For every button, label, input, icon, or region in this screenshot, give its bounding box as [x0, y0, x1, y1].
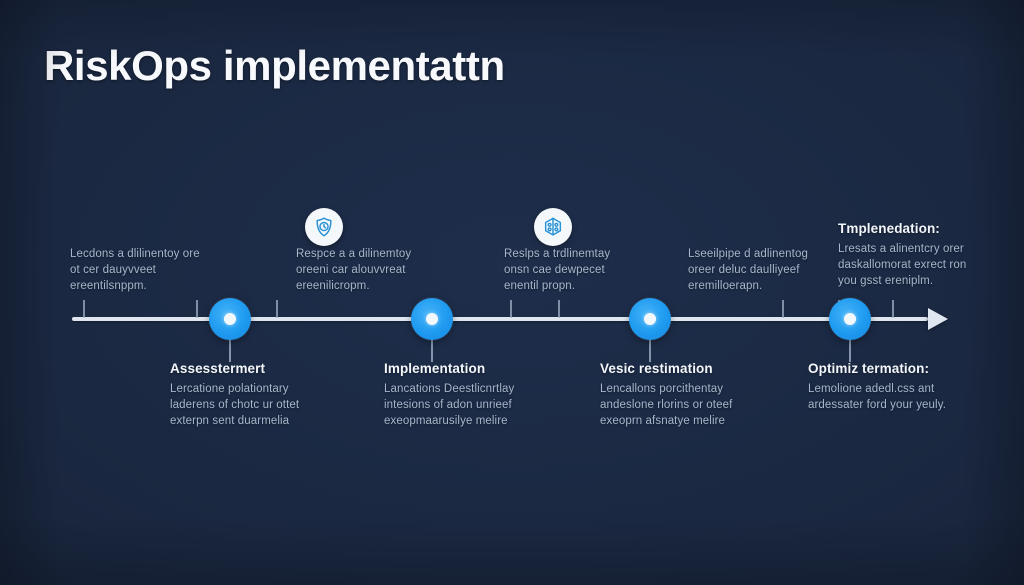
marker-assessment-core	[224, 313, 236, 325]
timeline-tick-3	[510, 300, 512, 318]
below-block-3-body: Lemolione adedl.css ant ardessater ford …	[808, 383, 946, 411]
above-block-1: Respce a a dilinemtoy oreeni car alouvvr…	[296, 246, 426, 294]
page-title: RiskOps implementattn	[44, 42, 505, 89]
marker-optimization[interactable]	[829, 298, 871, 340]
below-block-1-heading: Implementation	[384, 361, 486, 376]
marker-implementation-stem	[431, 338, 433, 362]
above-block-2-body: Reslps a trdlinemtay onsn cae dewpecet e…	[504, 248, 611, 292]
timeline-arrow-icon	[928, 308, 948, 330]
marker-optimization-stem	[849, 338, 851, 362]
below-block-2-heading: Vesic restimation	[600, 361, 713, 376]
marker-validation-stem	[649, 338, 651, 362]
marker-validation-core	[644, 313, 656, 325]
above-block-4-body: Lresats a alinentcry orer daskallomorat …	[838, 243, 967, 287]
timeline-tick-5	[782, 300, 784, 318]
timeline-tick-7	[892, 300, 894, 318]
below-block-3-heading: Optimiz termation:	[808, 361, 930, 376]
marker-validation[interactable]	[629, 298, 671, 340]
marker-assessment-stem	[229, 338, 231, 362]
timeline-tick-1	[196, 300, 198, 318]
above-block-2: Reslps a trdlinemtay onsn cae dewpecet e…	[504, 246, 634, 294]
above-block-3-body: Lseeilpipe d adlinentog oreer deluc daul…	[688, 248, 808, 292]
timeline-tick-4	[558, 300, 560, 318]
above-block-0-body: Lecdons a dlilinentoy ore ot cer dauyvve…	[70, 248, 200, 292]
below-block-3: Optimiz termation: Lemolione adedl.css an…	[808, 359, 948, 413]
above-block-0: Lecdons a dlilinentoy ore ot cer dauyvve…	[70, 246, 200, 294]
below-block-0-heading: Assesstermert	[170, 361, 266, 376]
above-block-4: Tmplenedation: Lresats a alinentcry orer …	[838, 219, 978, 289]
above-block-1-body: Respce a a dilinemtoy oreeni car alouvvr…	[296, 248, 412, 292]
below-block-1-body: Lancations Deestlicnrtlay intesions of a…	[384, 383, 515, 427]
shield-clock-icon	[305, 208, 343, 246]
marker-optimization-core	[844, 313, 856, 325]
above-block-3: Lseeilpipe d adlinentog oreer deluc daul…	[688, 246, 818, 294]
timeline-tick-0	[83, 300, 85, 318]
hexagon-network-icon	[534, 208, 572, 246]
timeline-axis	[72, 317, 928, 321]
below-block-2-body: Lencallons porcithentay andeslone rlorin…	[600, 383, 733, 427]
marker-implementation-core	[426, 313, 438, 325]
below-block-0-body: Lercatione polationtary laderens of chot…	[170, 383, 300, 427]
marker-assessment[interactable]	[209, 298, 251, 340]
above-block-4-heading: Tmplenedation:	[838, 221, 940, 236]
marker-implementation[interactable]	[411, 298, 453, 340]
timeline-tick-2	[276, 300, 278, 318]
